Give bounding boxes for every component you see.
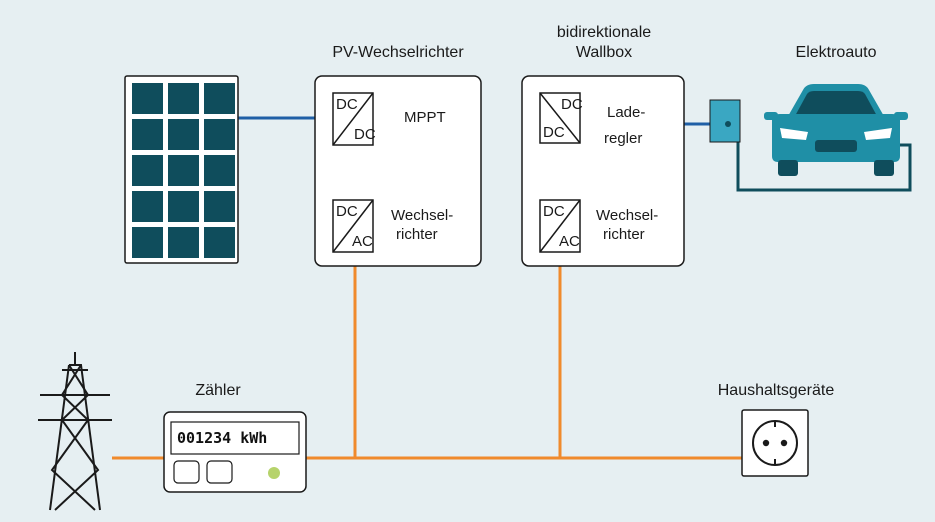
- solar-cell: [168, 227, 199, 258]
- wallbox-dcdc-symbol: DC DC: [539, 92, 583, 144]
- wallbox-dcdc-bottom: DC: [543, 124, 565, 141]
- solar-cell: [204, 191, 235, 222]
- energy-meter-icon: 001234 kWh: [163, 411, 307, 493]
- meter-led: [268, 467, 280, 479]
- inverter-converter-label-1: Wechsel-: [391, 207, 453, 224]
- car-icon: [764, 84, 908, 176]
- wallbox-converter-label-2: richter: [603, 226, 645, 243]
- solar-cell: [132, 191, 163, 222]
- solar-cell: [204, 83, 235, 114]
- wallbox-title-1: bidirektionale: [557, 24, 651, 41]
- solar-cell: [168, 191, 199, 222]
- meter-display: 001234 kWh: [177, 429, 267, 447]
- power-pylon-icon: [38, 352, 112, 511]
- appliances-title: Haushaltsgeräte: [718, 382, 835, 399]
- wallbox-dcac-top: DC: [543, 203, 565, 220]
- meter-title: Zähler: [195, 382, 241, 399]
- inverter-mppt-label: MPPT: [404, 109, 446, 126]
- wallbox-dcac-bottom: AC: [559, 233, 580, 250]
- inverter-converter-label-2: richter: [396, 226, 438, 243]
- meter-button-right: [206, 460, 233, 484]
- wallbox-charger-label-1: Lade-: [607, 104, 645, 121]
- solar-cell: [132, 155, 163, 186]
- wallbox-title-2: Wallbox: [576, 44, 632, 61]
- inverter-dcac-symbol: DC AC: [332, 199, 374, 253]
- inverter-dcdc-bottom: DC: [354, 126, 376, 143]
- solar-panel-icon: [124, 75, 239, 264]
- solar-cell: [132, 83, 163, 114]
- inverter-dcac-bottom: AC: [352, 233, 373, 250]
- inverter-dcac-top: DC: [336, 203, 358, 220]
- wallbox-converter-label-1: Wechsel-: [596, 207, 658, 224]
- wallbox-dcac-symbol: DC AC: [539, 199, 581, 253]
- solar-cell: [132, 227, 163, 258]
- solar-cell: [168, 119, 199, 150]
- car-title: Elektroauto: [796, 44, 877, 61]
- solar-cell: [168, 83, 199, 114]
- inverter-title: PV-Wechselrichter: [332, 44, 464, 61]
- charging-socket-icon: [709, 99, 741, 143]
- inverter-dcdc-top: DC: [336, 96, 358, 113]
- solar-cell: [204, 155, 235, 186]
- solar-cell: [132, 119, 163, 150]
- wallbox-box: DC DC Lade- regler DC AC Wechsel- richte…: [521, 75, 685, 267]
- solar-cell: [168, 155, 199, 186]
- household-socket-icon: [741, 409, 809, 477]
- solar-cell: [204, 119, 235, 150]
- ac-lines: [112, 260, 742, 460]
- inverter-dcdc-symbol: DC DC: [332, 92, 376, 146]
- meter-button-left: [173, 460, 200, 484]
- wallbox-charger-label-2: regler: [604, 130, 642, 147]
- solar-cell: [204, 227, 235, 258]
- inverter-box: DC DC MPPT DC AC Wechsel- richter: [314, 75, 482, 267]
- wallbox-dcdc-top: DC: [561, 96, 583, 113]
